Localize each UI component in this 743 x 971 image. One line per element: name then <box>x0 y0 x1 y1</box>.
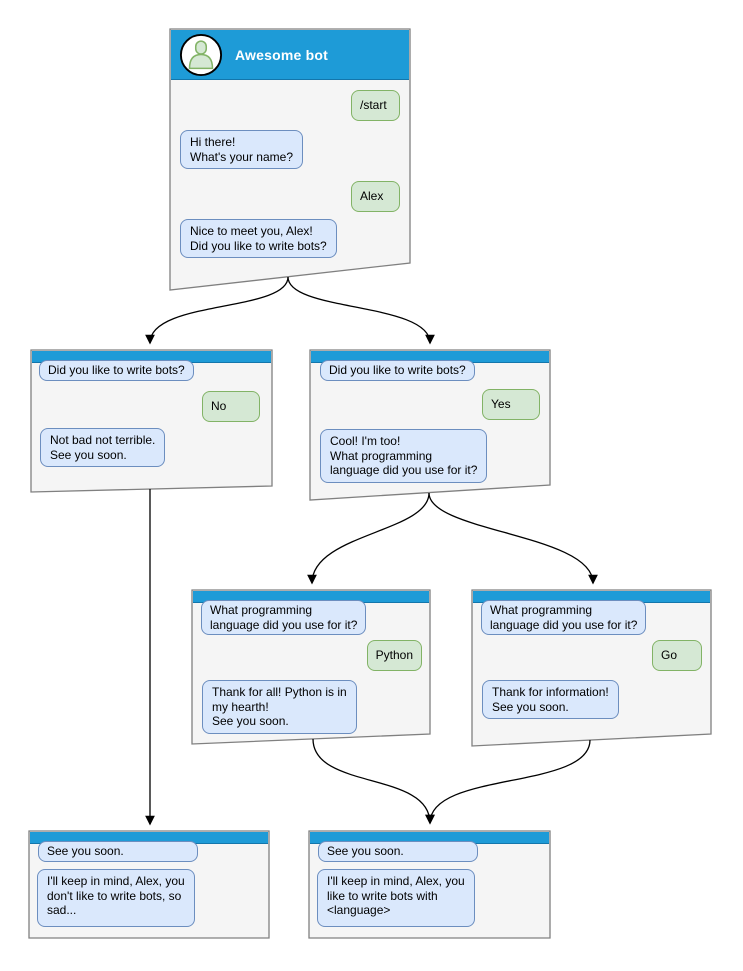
edge-yes-to-go <box>428 492 598 585</box>
bot-message-reply: Not bad not terrible. See you soon. <box>40 428 166 468</box>
window-python-branch: What programming language did you use fo… <box>192 590 430 744</box>
user-message-answer: No <box>202 391 260 422</box>
edge-yes-to-python <box>307 492 430 585</box>
bot-message-reply: Cool! I'm too! What programming language… <box>320 429 488 483</box>
bot-message-question: Did you like to write bots? <box>320 360 475 381</box>
bot-message-question: Did you like to write bots? <box>39 360 194 381</box>
window-end-no: See you soon. I'll keep in mind, Alex, y… <box>29 831 269 938</box>
bot-message-reply: Thank for all! Python is in my hearth! S… <box>202 680 357 734</box>
user-message-answer: Go <box>652 640 702 671</box>
bot-message-farewell: See you soon. <box>318 841 478 862</box>
bot-message-greeting: Hi there! What's your name? <box>180 130 304 170</box>
window-end-yes: See you soon. I'll keep in mind, Alex, y… <box>309 831 550 938</box>
bot-message-meet: Nice to meet you, Alex! Did you like to … <box>180 219 337 259</box>
edge-go-to-end <box>425 739 591 825</box>
window-go-branch: What programming language did you use fo… <box>472 590 711 746</box>
person-icon <box>188 40 214 70</box>
window-main: Awesome bot /start Hi there! What's your… <box>170 29 410 290</box>
bot-message-farewell: See you soon. <box>38 841 198 862</box>
edge-python-to-end <box>312 738 435 825</box>
edge-start-to-no <box>145 276 289 345</box>
window-title: Awesome bot <box>235 47 328 63</box>
bot-avatar <box>179 33 223 77</box>
main-window-header: Awesome bot <box>171 30 409 80</box>
bot-message-reply: Thank for information! See you soon. <box>482 680 619 720</box>
bot-message-summary: I'll keep in mind, Alex, you don't like … <box>37 869 195 927</box>
user-message-start: /start <box>351 90 400 121</box>
window-yes-branch: Did you like to write bots? Yes Cool! I'… <box>310 350 550 500</box>
window-no-branch: Did you like to write bots? No Not bad n… <box>31 350 272 492</box>
user-message-answer: Yes <box>482 389 540 420</box>
bot-message-question: What programming language did you use fo… <box>201 600 367 636</box>
bot-message-question: What programming language did you use fo… <box>481 600 647 636</box>
user-message-name: Alex <box>351 181 400 212</box>
user-message-answer: Python <box>366 640 422 671</box>
edge-start-to-yes <box>287 276 435 345</box>
bot-message-summary: I'll keep in mind, Alex, you like to wri… <box>317 869 475 927</box>
